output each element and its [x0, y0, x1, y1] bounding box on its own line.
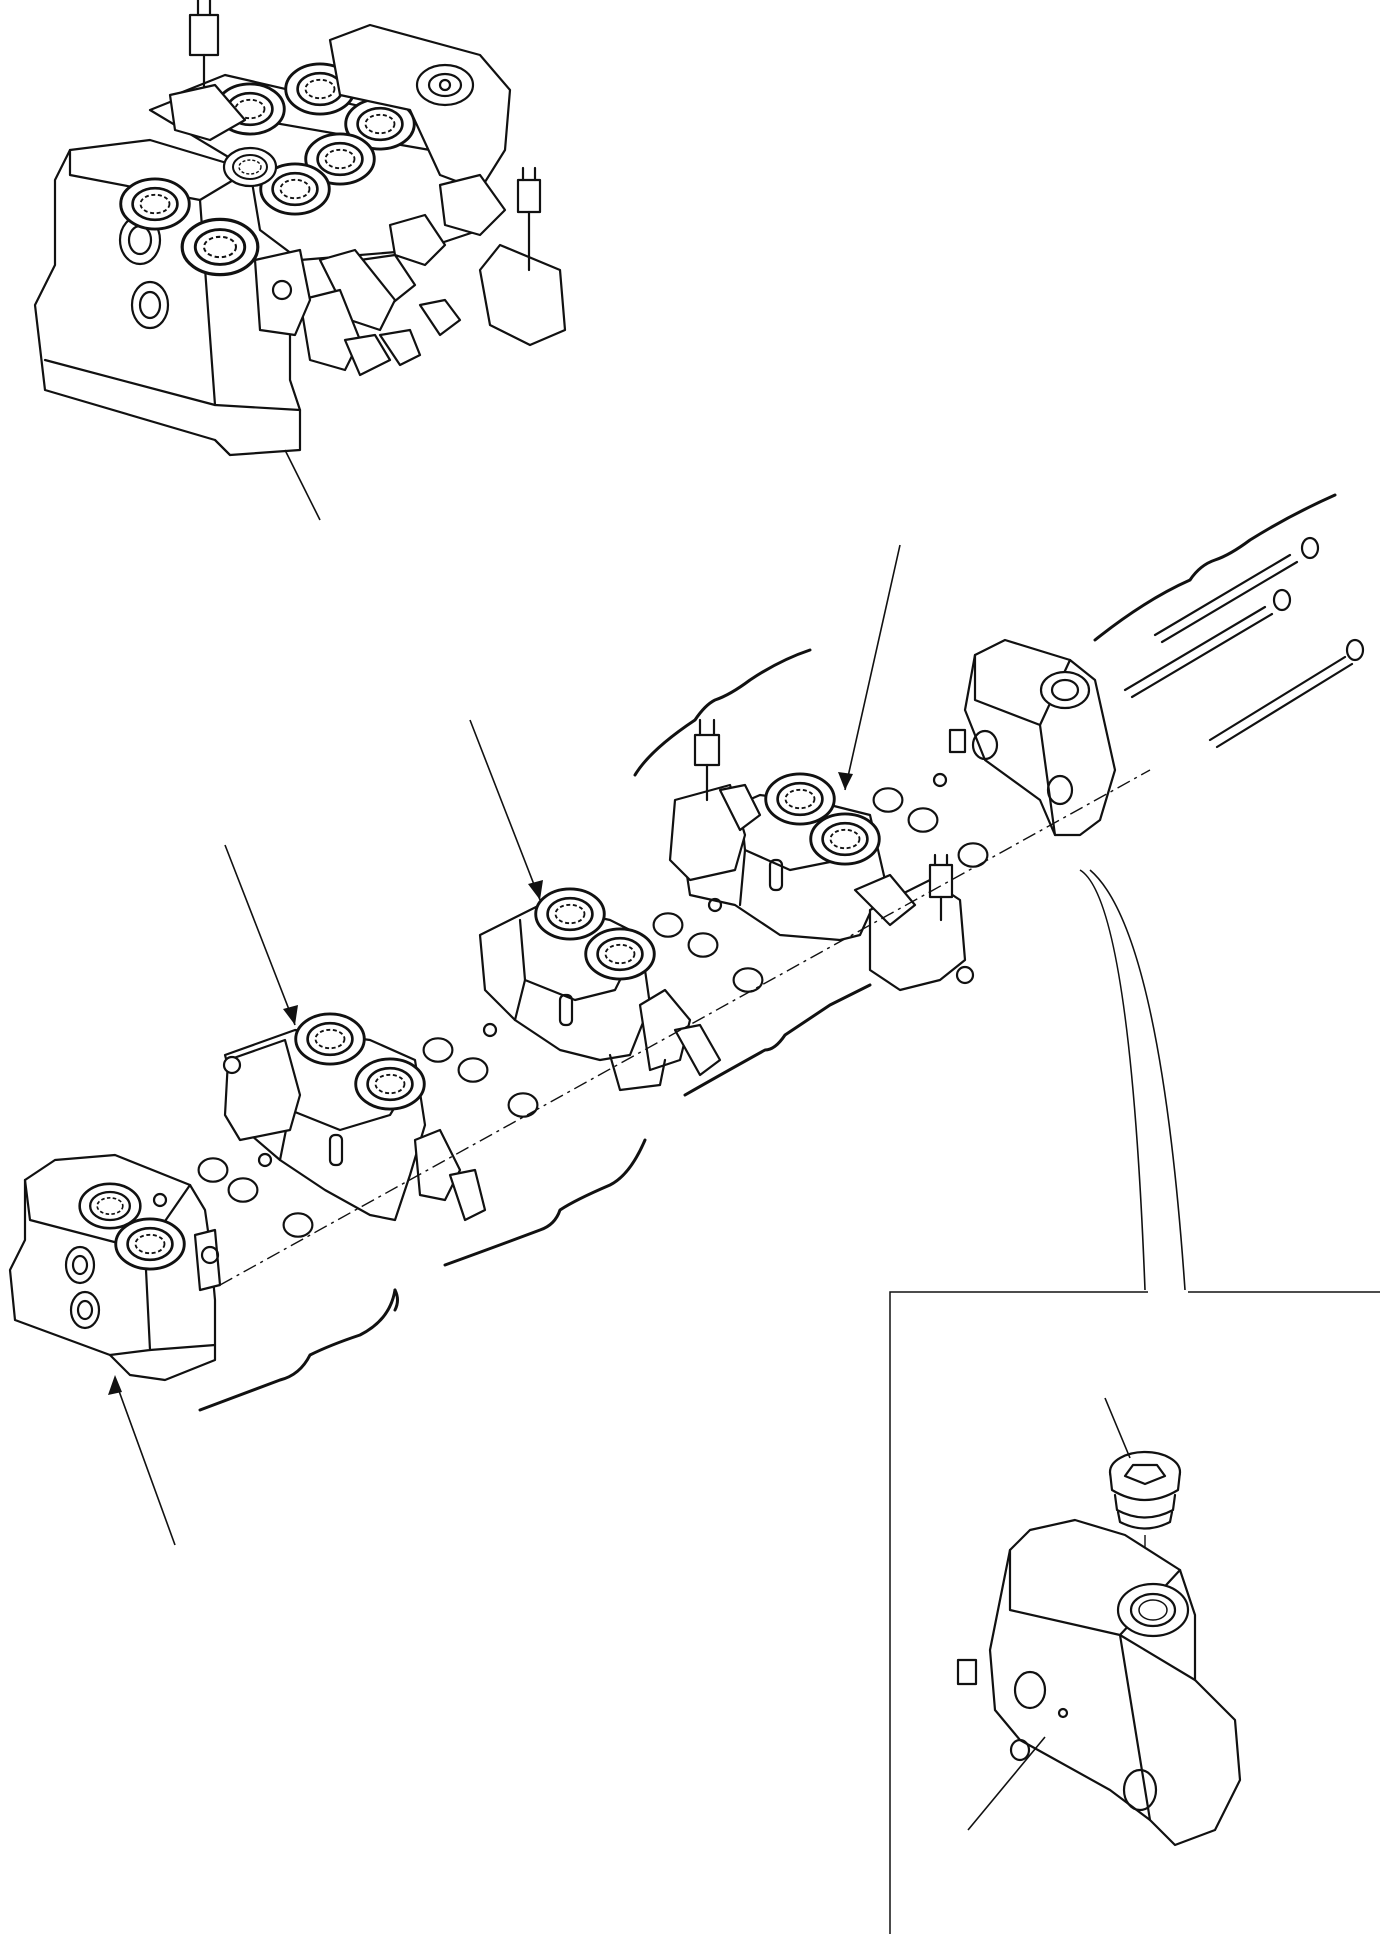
- tie-rod-kit: [1093, 493, 1365, 749]
- assembly-centerline: [219, 769, 1151, 1286]
- arrow-head-section-3: [838, 772, 853, 790]
- plug: [1108, 1450, 1182, 1530]
- brace-section-3: [633, 648, 812, 777]
- leader-line-end-cover: [967, 1736, 1046, 1831]
- detail-leader-lines: [1079, 869, 1186, 1291]
- arrow-head-section-1: [283, 1005, 298, 1025]
- brace-section-1-end: [393, 1288, 399, 1312]
- leader-line-plug: [1104, 1397, 1131, 1459]
- o-rings: [197, 772, 989, 1238]
- leader-line-section-2: [469, 719, 541, 901]
- inlet-section: [8, 1153, 222, 1382]
- brace-section-3-lower: [683, 983, 872, 1097]
- outlet-end-cover: [948, 638, 1117, 837]
- end-cover-detail: [889, 1291, 1380, 1934]
- arrow-head-section-2: [528, 880, 543, 900]
- leader-line-section-1: [224, 844, 296, 1026]
- end-cover: [956, 1518, 1242, 1847]
- spool-section-3-solenoid: [668, 718, 975, 992]
- spool-section-1: [222, 1012, 487, 1222]
- leader-line-inlet: [114, 1379, 176, 1546]
- leader-line-assembly: [284, 449, 321, 521]
- assembled-valve: [33, 0, 567, 457]
- spool-section-2: [478, 887, 722, 1092]
- leader-line-section-3: [844, 544, 901, 791]
- brace-section-2: [443, 1138, 647, 1267]
- arrow-head-inlet: [108, 1375, 122, 1395]
- brace-section-1: [198, 1288, 397, 1412]
- detail-frame: [889, 1291, 1380, 1934]
